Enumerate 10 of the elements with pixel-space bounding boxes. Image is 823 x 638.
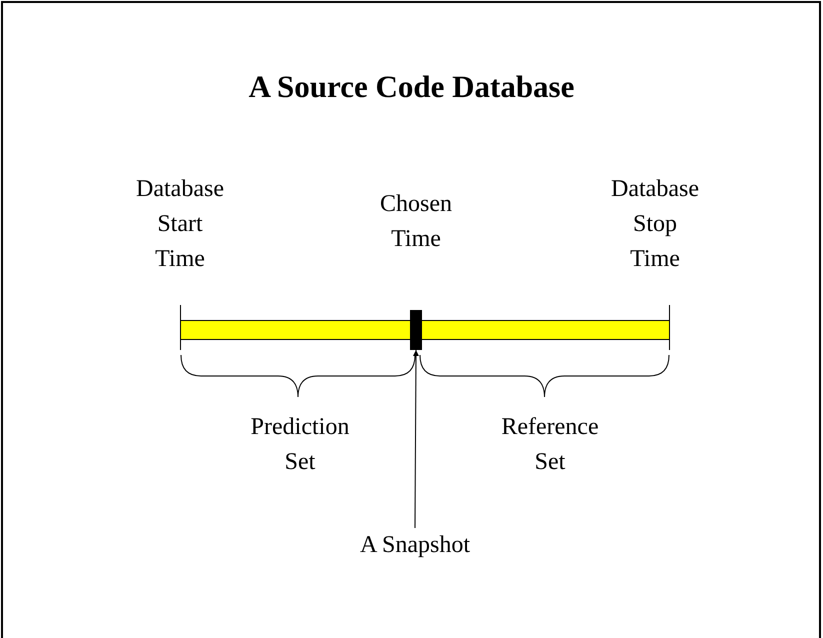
- timeline-bar: [180, 320, 670, 340]
- time-label: Database Stop Time: [610, 175, 700, 274]
- time-label: Chosen Time: [379, 190, 453, 254]
- time-label: Prediction Set: [250, 413, 350, 477]
- time-label: Database Start Time: [135, 175, 225, 274]
- time-label: Reference Set: [500, 413, 600, 477]
- snapshot-label: A Snapshot: [360, 531, 470, 560]
- title: A Source Code Database: [248, 68, 576, 106]
- arrow: [412, 350, 419, 528]
- snapshot-marker: [410, 310, 422, 350]
